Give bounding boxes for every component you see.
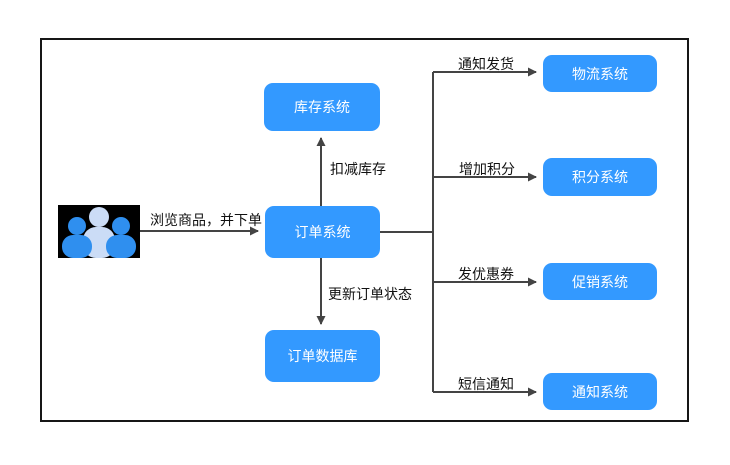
edge-label-add-points: 增加积分 xyxy=(459,161,515,177)
users-icon xyxy=(58,205,140,258)
node-notification-system: 通知系统 xyxy=(543,373,657,410)
node-logistics-system: 物流系统 xyxy=(543,55,657,92)
edge-label-browse-order: 浏览商品，并下单 xyxy=(150,212,262,228)
edge-label-notify-shipping: 通知发货 xyxy=(458,56,514,72)
edge-label-sms-notify: 短信通知 xyxy=(458,376,514,392)
node-points-system: 积分系统 xyxy=(543,158,657,196)
node-promotion-system: 促销系统 xyxy=(543,263,657,300)
node-order-database: 订单数据库 xyxy=(265,330,380,382)
customer-avatar xyxy=(58,205,140,258)
edge-label-send-coupon: 发优惠券 xyxy=(458,266,514,282)
edge-label-update-order-status: 更新订单状态 xyxy=(328,286,412,302)
edge-label-deduct-inventory: 扣减库存 xyxy=(330,161,386,177)
diagram-border xyxy=(40,38,689,422)
node-order-system: 订单系统 xyxy=(265,206,380,258)
node-inventory-system: 库存系统 xyxy=(264,83,380,131)
